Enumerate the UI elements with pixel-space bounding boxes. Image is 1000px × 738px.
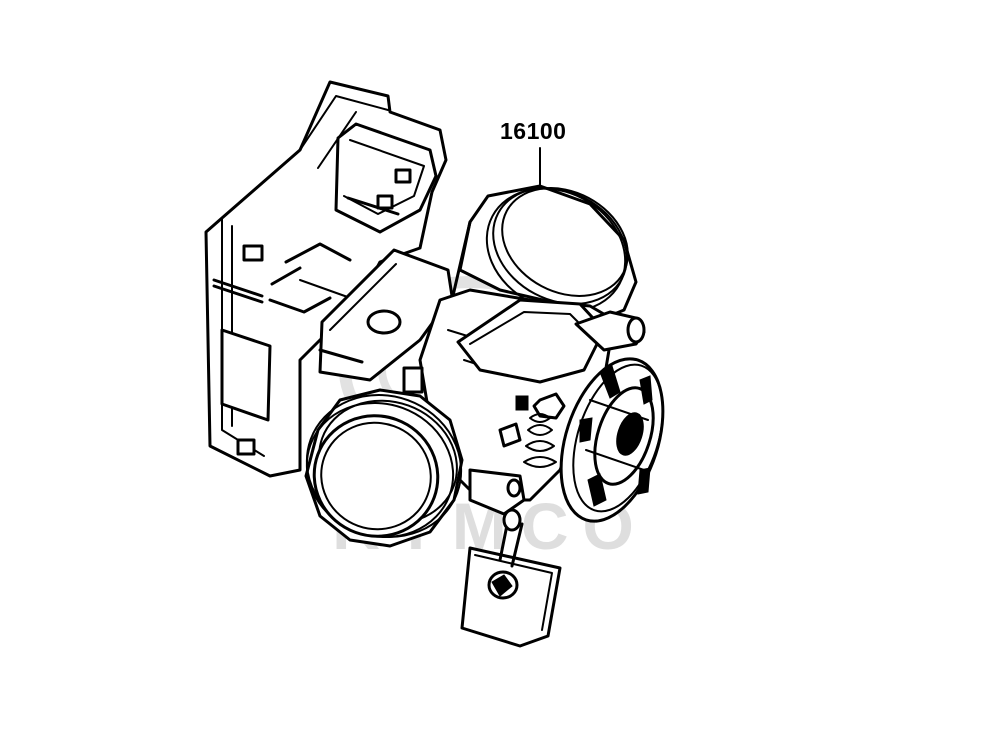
- lower-bore: [304, 388, 464, 548]
- bracket-plate: [460, 518, 562, 648]
- part-number-callout: 16100: [500, 118, 567, 144]
- upper-bore: [450, 184, 638, 342]
- mid-plate: [318, 248, 454, 382]
- ecu-housing: [204, 80, 448, 478]
- throttle-pulley: [559, 357, 665, 523]
